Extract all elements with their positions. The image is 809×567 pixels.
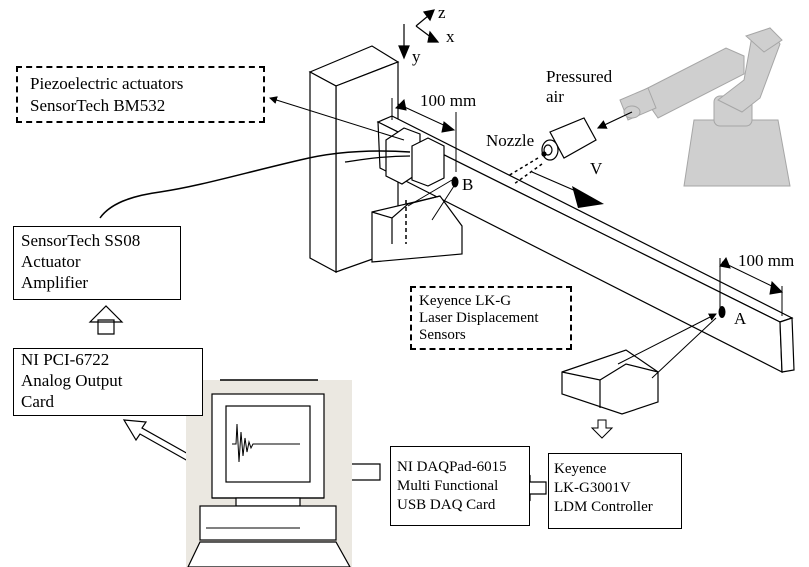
- keyence-sensor-line-2: Laser Displacement: [419, 310, 539, 326]
- cantilever-beam: [376, 115, 795, 373]
- point-b-label: B: [462, 175, 473, 194]
- pressured-label: Pressured: [546, 67, 613, 86]
- laser-sensor-b: [371, 195, 463, 263]
- axis-z-label: z: [438, 3, 446, 22]
- computer-icon: [186, 379, 352, 567]
- axis-y-label: y: [412, 47, 421, 66]
- dimension-top-label: 100 mm: [420, 91, 476, 110]
- daqpad-box: NI DAQPad-6015 Multi Functional USB DAQ …: [390, 446, 530, 526]
- point-a-label: A: [734, 309, 747, 328]
- amplifier-box: SensorTech SS08 Actuator Amplifier: [13, 226, 181, 300]
- daqpad-line-3: USB DAQ Card: [397, 497, 496, 513]
- axis-x-label: x: [446, 27, 455, 46]
- daqpad-line-1: NI DAQPad-6015: [397, 459, 507, 475]
- daqpad-line-2: Multi Functional: [397, 478, 499, 494]
- ni-pci-line-1: NI PCI-6722: [21, 350, 110, 369]
- air-label: air: [546, 87, 564, 106]
- nozzle-icon: [541, 117, 597, 161]
- ni-pci-line-2: Analog Output: [21, 371, 123, 390]
- keyence-sensor-line-3: Sensors: [419, 327, 466, 343]
- amplifier-line-1: SensorTech SS08: [21, 231, 141, 250]
- laser-sensor-a: [561, 349, 659, 415]
- keyence-sensor-line-1: Keyence LK-G: [419, 293, 512, 309]
- piezo-actuators-box: Piezoelectric actuators SensorTech BM532: [16, 66, 265, 123]
- nozzle-label: Nozzle: [486, 131, 534, 150]
- controller-box: Keyence LK-G3001V LDM Controller: [548, 453, 682, 529]
- air-arrow: [596, 111, 633, 129]
- actuator-cable: [99, 150, 411, 219]
- velocity-label: V: [590, 159, 603, 178]
- ni-pci-line-3: Card: [21, 392, 55, 411]
- piezo-line-1: Piezoelectric actuators: [30, 74, 184, 93]
- keyence-sensor-box: Keyence LK-G Laser Displacement Sensors: [410, 286, 572, 350]
- axes-indicator: [398, 9, 440, 60]
- amplifier-line-2: Actuator: [21, 252, 81, 271]
- piezo-pointer-arrow: [269, 96, 405, 141]
- ni-pci-box: NI PCI-6722 Analog Output Card: [13, 348, 203, 416]
- point-a-marker: [718, 306, 726, 318]
- dimension-right: [719, 256, 784, 316]
- robot-arm-icon: [619, 27, 791, 187]
- piezo-line-2: SensorTech BM532: [30, 96, 166, 115]
- controller-line-2: LK-G3001V: [554, 480, 631, 496]
- controller-line-1: Keyence: [554, 461, 607, 477]
- amplifier-line-3: Amplifier: [21, 273, 89, 292]
- controller-line-3: LDM Controller: [554, 499, 653, 515]
- dimension-right-label: 100 mm: [738, 251, 794, 270]
- dimension-top: [391, 98, 457, 172]
- point-b-marker: [451, 176, 459, 188]
- arrow-ni-to-amp: [88, 305, 124, 335]
